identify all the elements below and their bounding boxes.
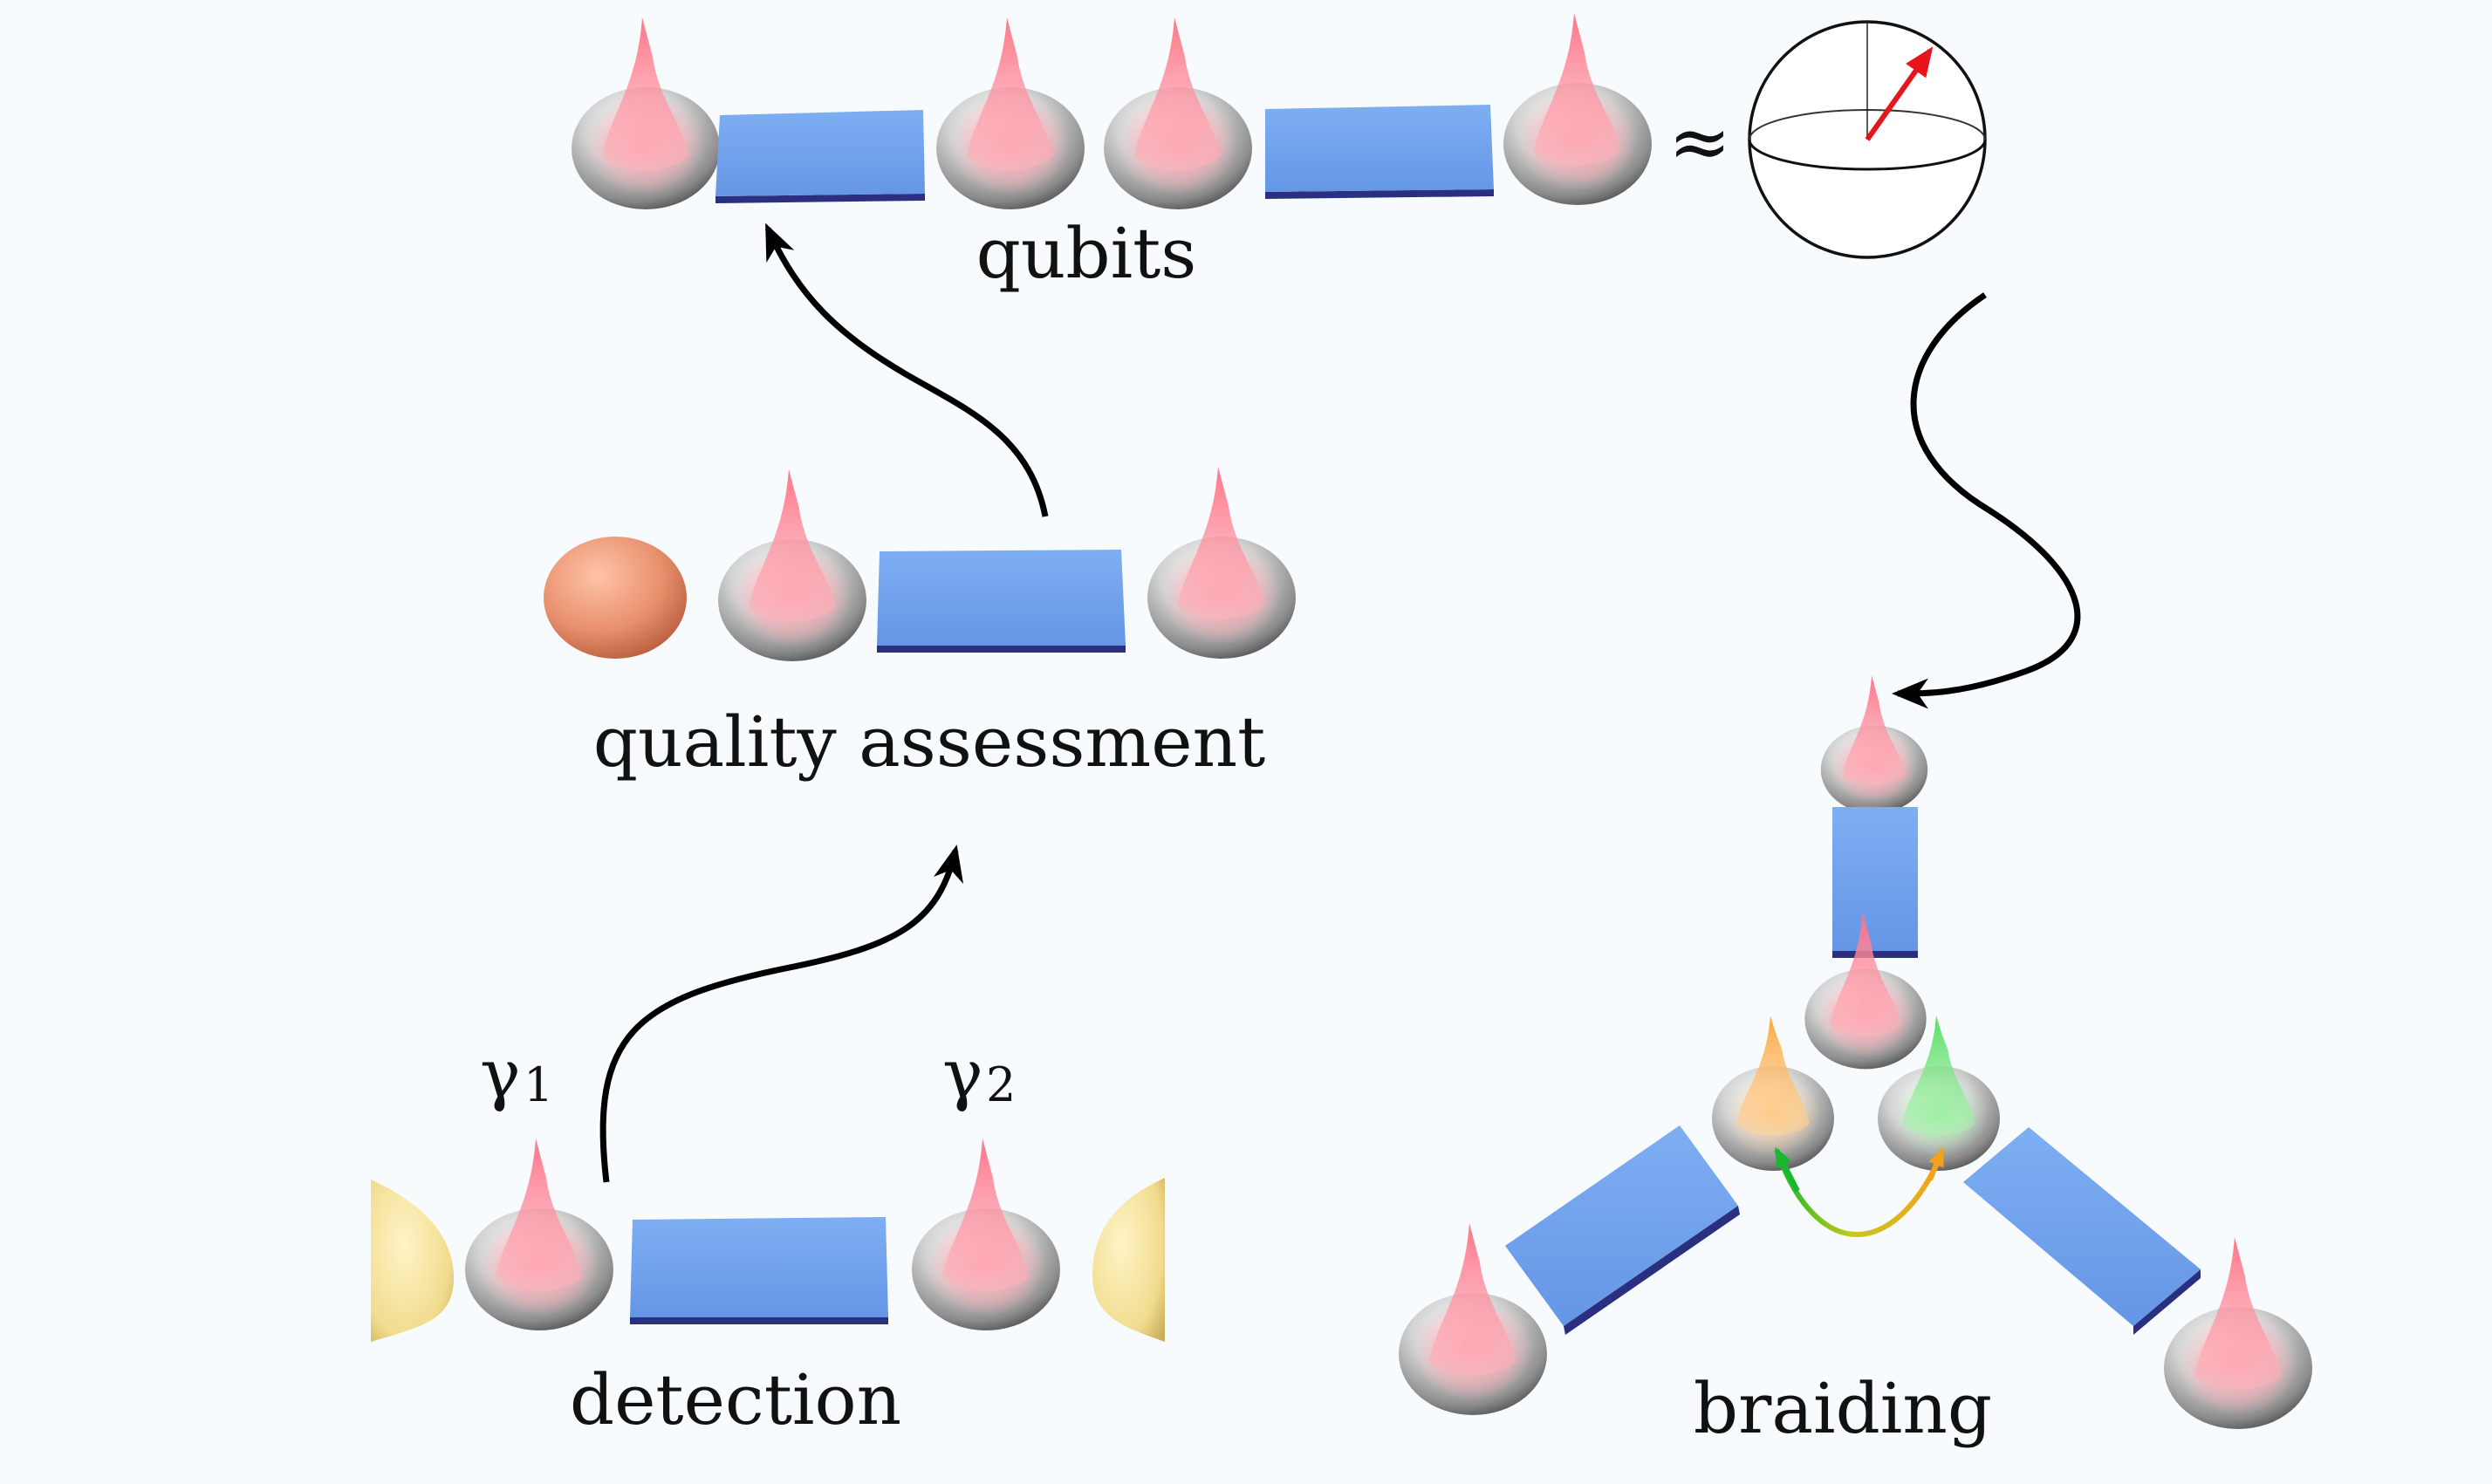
quality-assessment-label: quality assessment	[593, 701, 1266, 783]
nanowire	[715, 110, 925, 203]
svg-text:γ: γ	[480, 1036, 521, 1114]
quantum-dot-majorana	[465, 1139, 613, 1330]
arrow-detection-to-quality	[599, 845, 963, 1183]
arrow-quality-to-qubits	[764, 222, 1049, 517]
approx-symbol: ≈	[1668, 99, 1731, 186]
quantum-dot-majorana	[1147, 467, 1296, 659]
qubits-chain	[572, 13, 1652, 209]
detection-setup	[371, 1139, 1165, 1342]
svg-text:1: 1	[524, 1057, 553, 1112]
nanowire-left-branch	[1505, 1125, 1740, 1335]
detection-label: detection	[570, 1359, 901, 1440]
braiding-setup	[1399, 675, 2312, 1429]
lead-right	[1092, 1178, 1165, 1342]
nanowire	[1265, 105, 1494, 199]
nanowire	[877, 550, 1126, 653]
lead-left	[371, 1180, 454, 1342]
nanowire-vertical	[1832, 807, 1918, 958]
nanowire-right-branch	[1963, 1127, 2201, 1335]
nanowire	[630, 1217, 888, 1324]
qubits-label: qubits	[976, 213, 1197, 294]
quantum-dot-majorana	[718, 469, 866, 661]
arrow-qubits-to-braiding	[1892, 292, 2081, 709]
braiding-label: braiding	[1694, 1368, 1992, 1449]
gamma1-label: γ 1	[480, 1036, 553, 1114]
quantum-dot-majorana	[912, 1139, 1060, 1330]
svg-text:2: 2	[986, 1057, 1016, 1112]
quantum-dot-majorana	[1503, 13, 1652, 205]
quantum-dot-majorana	[1104, 17, 1252, 209]
andreev-dot	[544, 537, 687, 659]
svg-text:γ: γ	[942, 1036, 983, 1114]
gamma2-label: γ 2	[942, 1036, 1016, 1114]
bloch-sphere-icon	[1748, 20, 1987, 259]
quantum-dot-majorana	[936, 17, 1085, 209]
quantum-dot-majorana	[572, 17, 720, 209]
quality-assessment-setup	[544, 467, 1296, 661]
